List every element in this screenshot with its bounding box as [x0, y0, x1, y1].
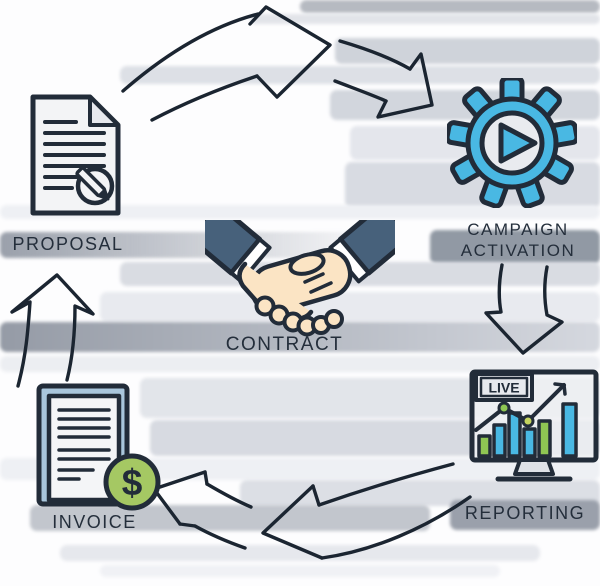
background-streak [430, 230, 600, 264]
document-pen-icon [30, 94, 121, 216]
background-streak [0, 356, 600, 372]
arrow-reporting-to-invoice-2 [152, 470, 253, 550]
background-streak [450, 500, 600, 530]
background-streak [30, 505, 430, 531]
mini-bar-chart [477, 402, 578, 458]
campaign-label-line2: ACTIVATION [460, 241, 576, 260]
arrow-campaign-to-reporting [484, 263, 564, 355]
background-streak [120, 66, 600, 84]
live-badge: LIVE [474, 372, 534, 402]
arrow-proposal-to-campaign-1 [121, 5, 332, 122]
live-chart-monitor-icon: LIVE [469, 369, 599, 482]
gear-play-icon [447, 78, 577, 208]
proposal-label: PROPOSAL [12, 234, 124, 254]
arrow-reporting-to-invoice-1 [261, 462, 472, 560]
campaign-activation-label: CAMPAIGN ACTIVATION [443, 219, 593, 261]
background-streak [100, 292, 600, 322]
background-streak [335, 38, 600, 64]
background-streak [100, 565, 500, 577]
campaign-label-line1: CAMPAIGN [467, 220, 569, 239]
invoice-dollar-icon: $ [36, 383, 161, 511]
dollar-sign: $ [122, 462, 143, 503]
contract-label: CONTRACT [225, 334, 344, 355]
background-streak [300, 0, 600, 13]
background-streak [250, 14, 600, 24]
arrow-invoice-to-proposal [10, 273, 95, 388]
arrow-proposal-to-campaign-2 [333, 39, 434, 119]
play-icon [498, 122, 538, 164]
reporting-label: REPORTING [464, 503, 586, 523]
handshake-icon [205, 220, 395, 337]
background-streak [0, 205, 600, 219]
background-streak [60, 545, 540, 561]
live-badge-text: LIVE [488, 380, 519, 396]
trend-line [474, 382, 567, 432]
invoice-label: INVOICE [52, 512, 137, 532]
